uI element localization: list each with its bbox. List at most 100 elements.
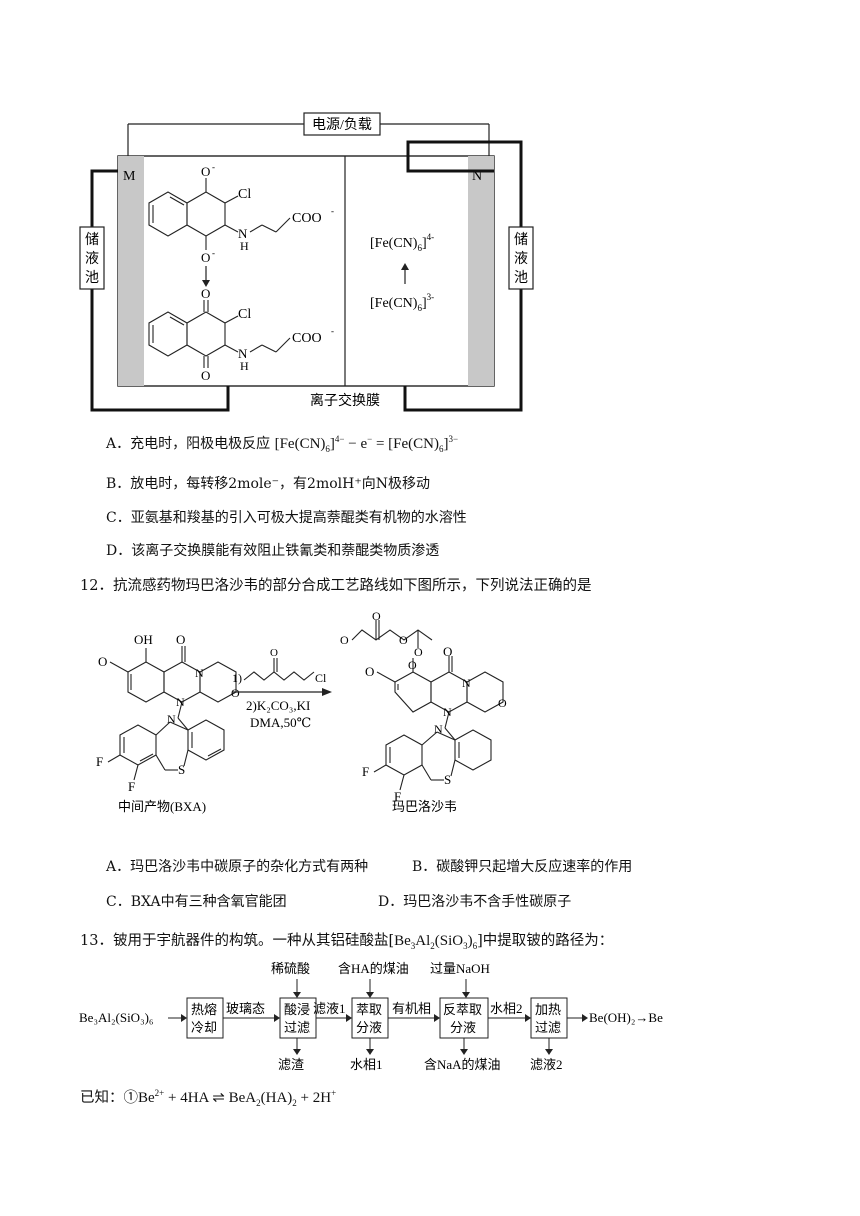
svg-text:含NaA的煤油: 含NaA的煤油	[424, 1057, 501, 1072]
right-tank	[508, 226, 534, 290]
svg-text:O: O	[98, 654, 107, 669]
step-box-back-extraction	[439, 997, 489, 1039]
svg-text:-: -	[331, 326, 334, 336]
svg-text:过滤: 过滤	[284, 1020, 310, 1035]
baloxavir-label: 玛巴洛沙韦	[392, 799, 457, 814]
svg-text:M: M	[123, 169, 136, 184]
svg-text:N: N	[238, 226, 248, 241]
step-box-acid-leach	[279, 997, 317, 1039]
step-box-heat-melt	[186, 997, 224, 1039]
svg-text:F: F	[128, 779, 135, 794]
svg-text:O: O	[399, 633, 408, 647]
svg-text:N: N	[443, 705, 452, 719]
q12-option-c: C．BXA中有三种含氧官能团	[106, 894, 287, 910]
svg-text:S: S	[444, 772, 451, 787]
svg-text:O: O	[176, 632, 185, 647]
svg-text:N: N	[434, 722, 443, 736]
svg-text:Cl: Cl	[238, 187, 251, 202]
svg-text:滤液1: 滤液1	[313, 1001, 346, 1016]
svg-text:H: H	[240, 239, 249, 253]
svg-text:过滤: 过滤	[535, 1020, 561, 1035]
svg-text:热熔: 热熔	[191, 1002, 217, 1017]
bxa-label: 中间产物(BXA)	[118, 799, 206, 814]
svg-text:Cl: Cl	[238, 307, 251, 322]
svg-text:反萃取: 反萃取	[443, 1002, 482, 1017]
svg-text:加热: 加热	[535, 1002, 561, 1017]
membrane-label: 离子交换膜	[310, 392, 380, 409]
svg-text:储: 储	[85, 232, 99, 248]
ferrocyanide-label: [Fe(CN)6]4-	[370, 232, 434, 253]
svg-text:COO: COO	[292, 331, 322, 346]
svg-text:冷却: 冷却	[191, 1020, 217, 1035]
left-tank	[79, 226, 105, 290]
svg-text:含HA的煤油: 含HA的煤油	[338, 961, 409, 976]
reduced-naphthoquinone-structure	[148, 178, 291, 250]
svg-text:液: 液	[85, 251, 99, 267]
svg-text:Be(OH)₂→Be: Be(OH)₂→Be	[589, 1010, 663, 1025]
svg-text:F: F	[96, 754, 103, 769]
cell-body	[117, 155, 495, 387]
svg-text:-: -	[212, 162, 215, 172]
svg-text:Be₃Al₂(SiO₃)₆: Be₃Al₂(SiO₃)₆	[79, 1010, 153, 1025]
svg-text:COO: COO	[292, 211, 322, 226]
beryllium-extraction-flowchart: 稀硫酸 含HA的煤油 过量NaOH Be₃Al₂(SiO₃)₆ 热熔 冷却 玻璃…	[79, 961, 663, 1072]
svg-text:O: O	[201, 250, 210, 265]
svg-text:F: F	[362, 764, 369, 779]
svg-text:2)K₂CO₃,KI: 2)K₂CO₃,KI	[246, 698, 310, 713]
svg-text:分液: 分液	[450, 1020, 476, 1035]
ferricyanide-label: [Fe(CN)6]3-	[370, 292, 434, 313]
svg-text:有机相: 有机相	[392, 1001, 431, 1016]
step-box-extraction	[351, 997, 389, 1039]
svg-text:分液: 分液	[356, 1020, 382, 1035]
svg-text:玻璃态: 玻璃态	[226, 1001, 265, 1016]
oxidized-naphthoquinone-structure	[148, 300, 291, 368]
q12-option-d: D．玛巴洛沙韦不含手性碳原子	[378, 894, 572, 910]
svg-text:N: N	[462, 676, 471, 690]
svg-text:池: 池	[85, 270, 99, 286]
svg-text:O: O	[372, 610, 381, 623]
svg-text:O: O	[231, 686, 240, 700]
svg-text:滤渣: 滤渣	[278, 1057, 304, 1072]
svg-text:过量NaOH: 过量NaOH	[430, 961, 490, 976]
svg-text:N: N	[238, 346, 248, 361]
svg-text:-: -	[331, 206, 334, 216]
flow-battery-figure: 电源/负载 M N 储 液 池 储 液 池 离子交换膜 O - O - Cl N…	[79, 112, 534, 412]
svg-text:O: O	[201, 164, 210, 179]
q13-known: 已知：①Be2+ + 4HA ⇌ BeA2(HA)2 + 2H+	[80, 1088, 337, 1108]
electrode-m	[118, 156, 144, 386]
svg-text:水相1: 水相1	[350, 1057, 383, 1072]
synthesis-scheme-figure: OH O O N O N N S F F 中间产物(BXA) O 1) Cl 2…	[96, 610, 507, 814]
q11-option-d: D．该离子交换膜能有效阻止铁氰类和萘醌类物质渗透	[106, 543, 440, 559]
svg-text:O: O	[270, 647, 278, 659]
svg-text:酸浸: 酸浸	[284, 1002, 310, 1017]
step-box-heat-filter	[530, 997, 568, 1039]
svg-text:滤液2: 滤液2	[530, 1057, 563, 1072]
q11-option-b: B．放电时，每转移2mole⁻，有2molH⁺向N极移动	[106, 476, 430, 492]
svg-text:水相2: 水相2	[490, 1001, 523, 1016]
svg-text:S: S	[178, 762, 185, 777]
svg-text:DMA,50℃: DMA,50℃	[250, 715, 311, 730]
svg-text:N: N	[176, 695, 185, 709]
svg-text:稀硫酸: 稀硫酸	[271, 961, 310, 976]
svg-text:N: N	[195, 666, 204, 680]
svg-text:池: 池	[514, 270, 528, 286]
svg-text:O: O	[443, 644, 452, 659]
electrode-n	[468, 156, 494, 386]
q13-stem: 13．铍用于宇航器件的构筑。一种从其铝硅酸盐[Be3Al2(SiO3)6]中提取…	[80, 933, 614, 951]
svg-text:F: F	[394, 789, 401, 804]
svg-text:N: N	[472, 169, 482, 184]
q11-option-c: C．亚氨基和羧基的引入可极大提高萘醌类有机物的水溶性	[106, 510, 467, 526]
svg-text:萃取: 萃取	[356, 1002, 382, 1017]
svg-text:1): 1)	[232, 671, 242, 685]
q12-option-a: A．玛巴洛沙韦中碳原子的杂化方式有两种	[106, 859, 369, 875]
svg-text:Cl: Cl	[315, 671, 327, 685]
svg-text:储: 储	[514, 232, 528, 248]
svg-text:O: O	[365, 664, 374, 679]
svg-text:O: O	[340, 633, 349, 647]
svg-text:-: -	[212, 248, 215, 258]
svg-text:OH: OH	[134, 632, 153, 647]
svg-text:N: N	[167, 712, 176, 726]
svg-text:O: O	[201, 286, 210, 301]
svg-text:O: O	[408, 658, 417, 672]
power-load-box	[303, 112, 381, 136]
